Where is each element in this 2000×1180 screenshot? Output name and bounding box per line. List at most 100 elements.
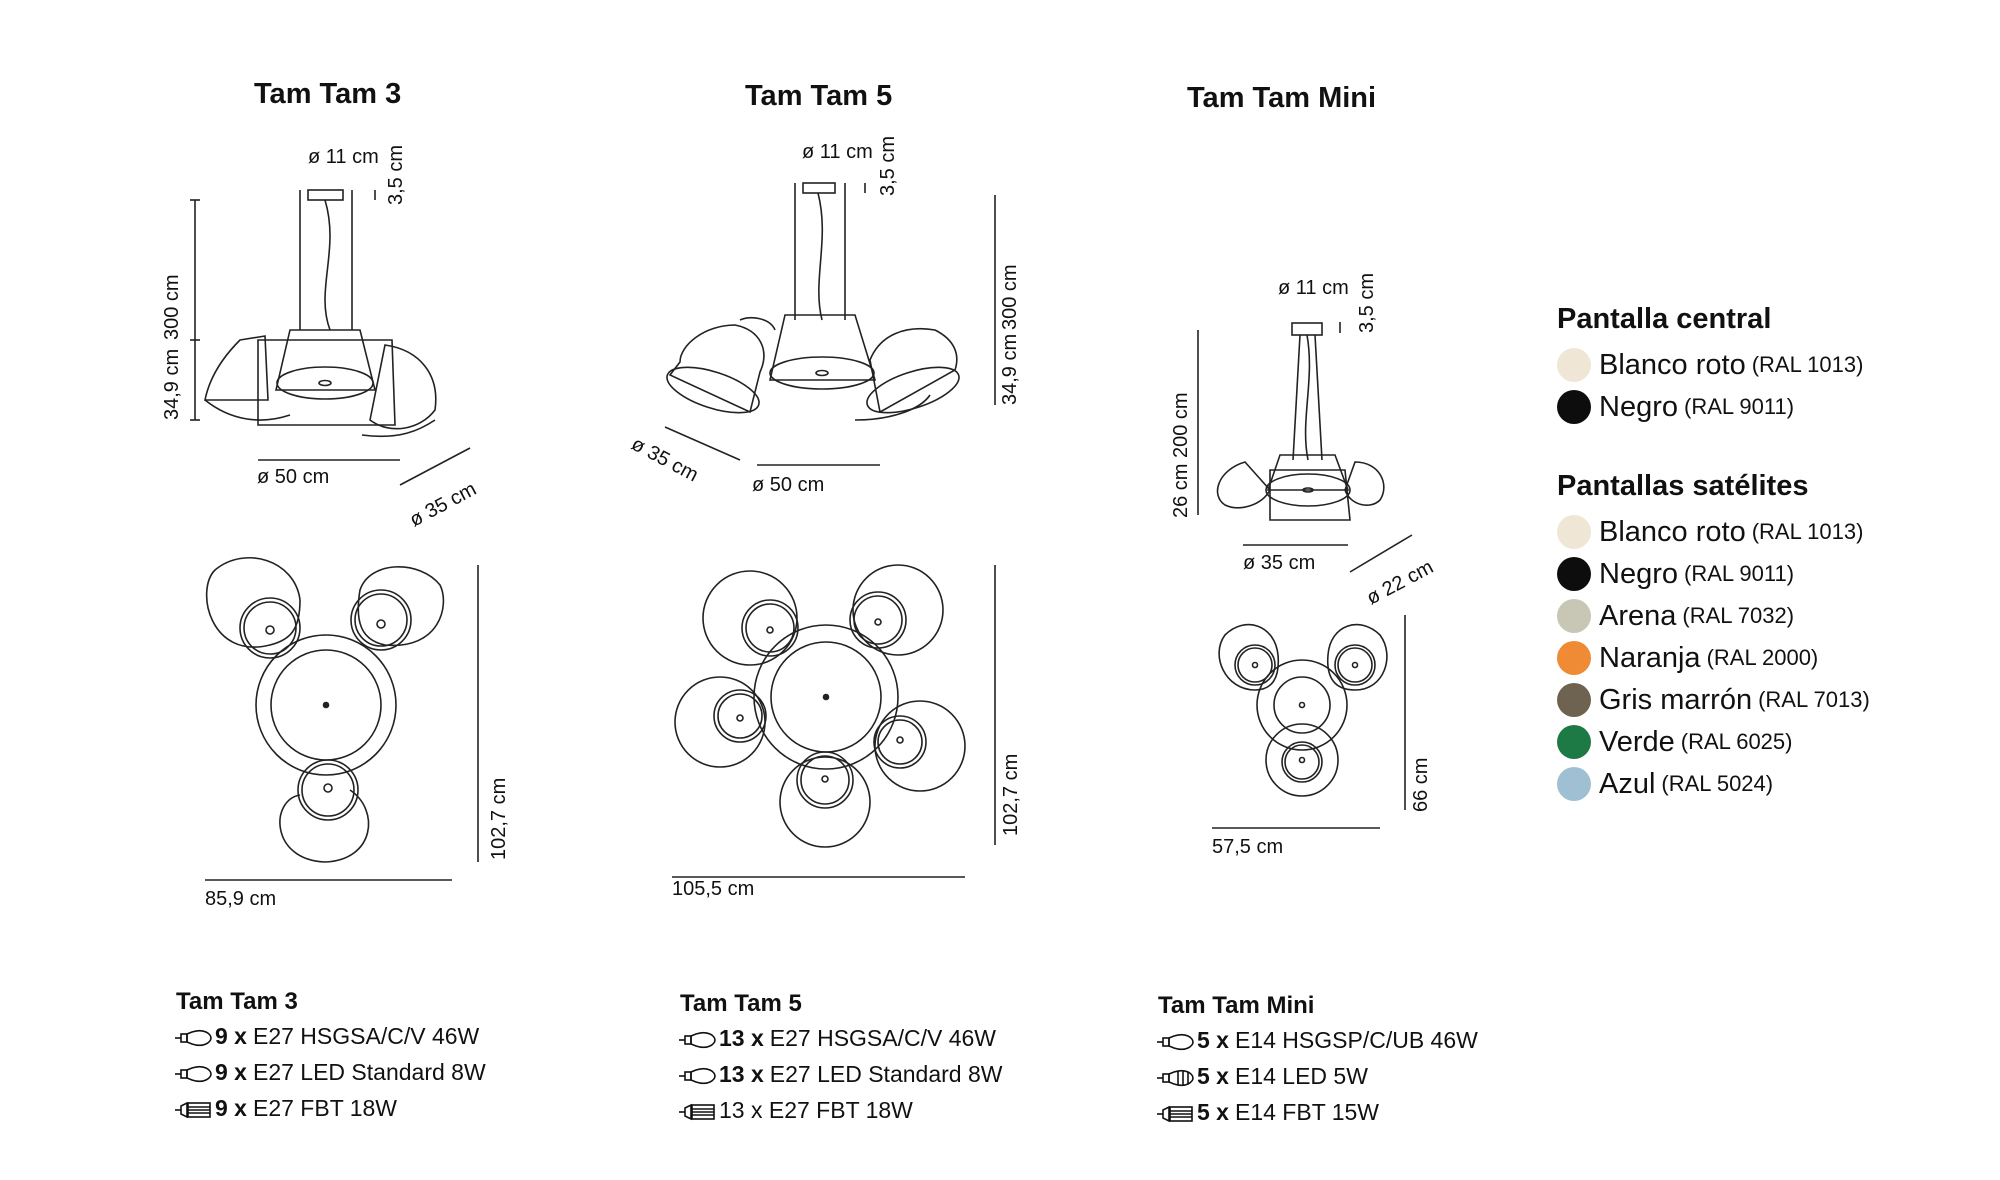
tamtammini-cable-length-label: 200 cm: [1170, 392, 1192, 458]
color-name: Gris marrón: [1599, 683, 1753, 716]
tamtam3-plan-drawing: [205, 556, 445, 863]
bulb-icon: [174, 1063, 212, 1083]
color-name: Negro: [1599, 557, 1678, 590]
spec-quantity: 5 x: [1197, 1027, 1229, 1053]
color-name: Blanco roto: [1599, 515, 1746, 548]
legend-color-item: Blanco roto(RAL 1013): [1557, 512, 1863, 552]
tamtam3-height-label: 34,9 cm: [161, 348, 183, 420]
ral-code: (RAL 6025): [1680, 729, 1793, 754]
legend-color-item: Negro(RAL 9011): [1557, 554, 1794, 594]
color-swatch: [1557, 515, 1591, 549]
legend-color-item: Verde(RAL 6025): [1557, 722, 1792, 762]
tamtam3-plan-height-label: 102,7 cm: [488, 777, 510, 860]
color-swatch: [1557, 599, 1591, 633]
spec-line: 13 x E27 FBT 18W: [678, 1097, 913, 1124]
product-title-tamtam3: Tam Tam 3: [254, 78, 402, 110]
bulb-icon: [1156, 1031, 1194, 1051]
led-bulb-icon: [1156, 1067, 1194, 1087]
fluorescent-bulb-icon: [174, 1099, 212, 1119]
spec-title: Tam Tam Mini: [1158, 992, 1315, 1019]
ral-code: (RAL 1013): [1751, 519, 1864, 544]
spec-quantity: 5 x: [1197, 1099, 1229, 1125]
bulb-icon: [174, 1027, 212, 1047]
fluorescent-bulb-icon: [1156, 1103, 1194, 1123]
fluorescent-bulb-icon: [678, 1101, 716, 1121]
color-name: Naranja: [1599, 641, 1701, 674]
tamtam3-cable-length-label: 300 cm: [161, 274, 183, 340]
tamtam5-height-label: 34,9 cm: [999, 333, 1021, 405]
ral-code: (RAL 9011): [1684, 394, 1795, 419]
tamtam5-top-diameter-label: ø 11 cm: [802, 141, 873, 163]
tamtammini-top-diameter-label: ø 11 cm: [1278, 277, 1349, 299]
tamtam5-top-height-label: 3,5 cm: [877, 135, 899, 196]
legend-satellites-title: Pantallas satélites: [1557, 470, 1809, 502]
color-name: Negro: [1599, 390, 1678, 423]
bulb-icon: [678, 1065, 716, 1085]
legend-color-item: Blanco roto(RAL 1013): [1557, 345, 1863, 385]
tamtammini-width-label: ø 35 cm: [1243, 552, 1316, 574]
tamtam5-elevation-drawing: [666, 182, 960, 421]
spec-title: Tam Tam 5: [680, 990, 802, 1017]
tamtam3-top-height-label: 3,5 cm: [385, 144, 407, 205]
spec-text: E27 FBT 18W: [252, 1095, 398, 1121]
spec-text: 13 x E27 FBT 18W: [719, 1097, 913, 1123]
tamtam5-cable-length-label: 300 cm: [999, 264, 1021, 330]
spec-text: E27 HSGSA/C/V 46W: [769, 1025, 997, 1051]
legend-color-item: Gris marrón(RAL 7013): [1557, 680, 1870, 720]
spec-quantity: 9 x: [215, 1023, 247, 1049]
spec-text: E14 LED 5W: [1234, 1063, 1368, 1089]
ral-code: (RAL 7013): [1758, 687, 1870, 712]
color-swatch: [1557, 683, 1591, 717]
color-name: Azul: [1599, 767, 1656, 800]
product-title-tamtammini: Tam Tam Mini: [1187, 82, 1377, 114]
legend-color-item: Arena(RAL 7032): [1557, 596, 1794, 636]
spec-quantity: 5 x: [1197, 1063, 1229, 1089]
spec-quantity: 13 x: [719, 1061, 764, 1087]
color-name: Blanco roto: [1599, 348, 1746, 381]
color-swatch: [1557, 348, 1591, 382]
color-swatch: [1557, 641, 1591, 675]
legend-central-title: Pantalla central: [1557, 303, 1772, 335]
ral-code: (RAL 7032): [1682, 603, 1795, 628]
color-swatch: [1557, 390, 1591, 424]
ral-code: (RAL 2000): [1706, 645, 1819, 670]
tamtam3-top-diameter-label: ø 11 cm: [308, 146, 379, 168]
spec-quantity: 13 x: [719, 1025, 764, 1051]
color-swatch: [1557, 725, 1591, 759]
tamtam5-plan-width-label: 105,5 cm: [672, 878, 755, 900]
tamtam5-plan-drawing: [674, 564, 966, 848]
tamtam5-plan-height-label: 102,7 cm: [1000, 753, 1022, 836]
bulb-icon: [678, 1029, 716, 1049]
ral-code: (RAL 5024): [1661, 771, 1774, 796]
tamtam3-width-label: ø 50 cm: [257, 466, 330, 488]
color-name: Arena: [1599, 599, 1677, 632]
tamtammini-height-label: 26 cm: [1170, 463, 1192, 518]
ral-code: (RAL 9011): [1684, 561, 1795, 586]
spec-text: E27 HSGSA/C/V 46W: [252, 1023, 480, 1049]
legend-color-item: Negro(RAL 9011): [1557, 387, 1794, 427]
color-swatch: [1557, 767, 1591, 801]
spec-text: E27 LED Standard 8W: [252, 1059, 486, 1085]
tamtammini-plan-height-label: 66 cm: [1410, 757, 1432, 812]
tamtam5-width-label: ø 50 cm: [752, 474, 825, 496]
color-swatch: [1557, 557, 1591, 591]
tamtammini-elevation-drawing: [1216, 322, 1385, 521]
tamtammini-plan-drawing: [1218, 623, 1388, 797]
tamtam3-elevation-drawing: [204, 189, 437, 438]
spec-quantity: 9 x: [215, 1095, 247, 1121]
spec-quantity: 9 x: [215, 1059, 247, 1085]
legend-color-item: Azul(RAL 5024): [1557, 764, 1773, 804]
spec-text: E27 LED Standard 8W: [769, 1061, 1003, 1087]
spec-title: Tam Tam 3: [176, 988, 298, 1015]
tamtammini-plan-width-label: 57,5 cm: [1212, 836, 1284, 858]
color-name: Verde: [1599, 725, 1675, 758]
